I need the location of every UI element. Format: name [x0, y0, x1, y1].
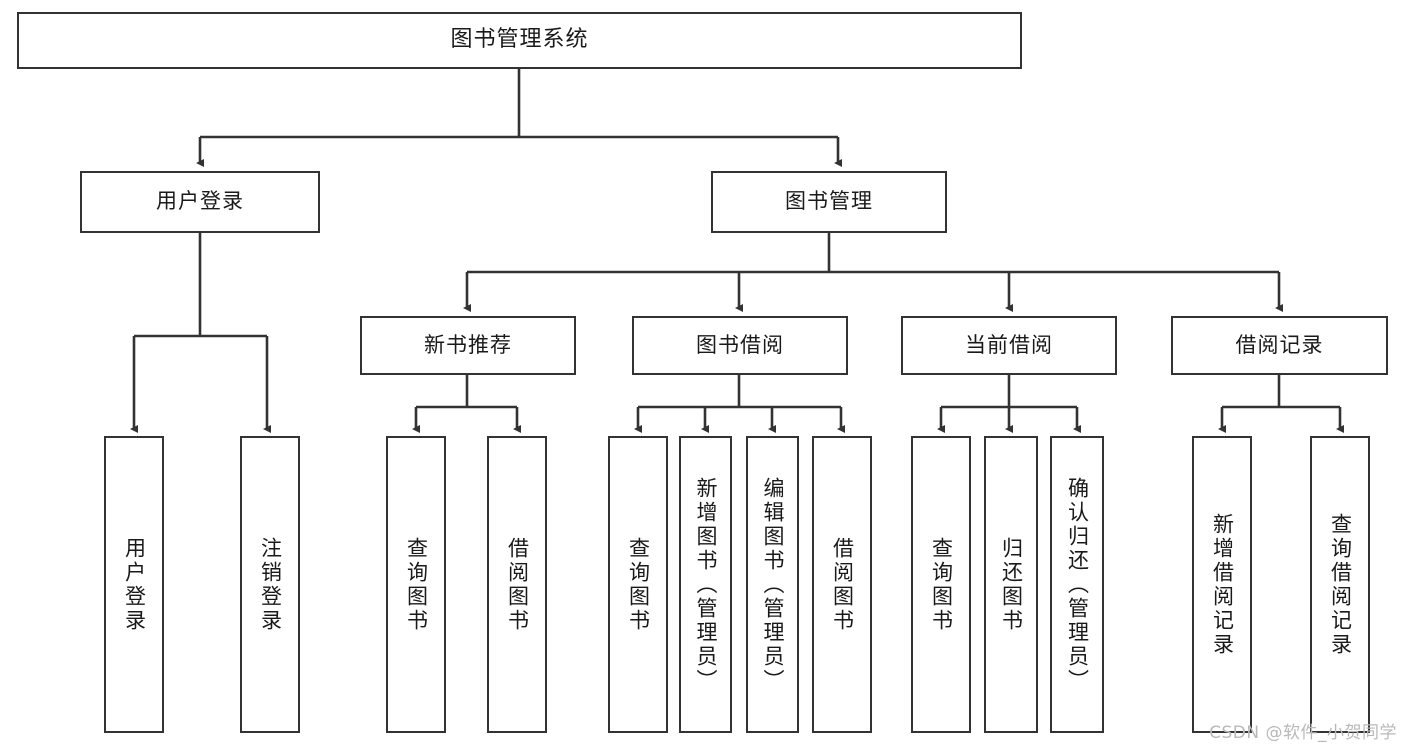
node-label: 借阅图书: [830, 536, 855, 633]
node-label: 图书管理: [785, 189, 873, 214]
leaf-current-query-book[interactable]: 查询图书: [911, 436, 971, 733]
leaf-user-login-login[interactable]: 用户登录: [104, 436, 164, 733]
node-label: 借阅记录: [1235, 332, 1324, 357]
leaf-current-confirm-return[interactable]: 确认归还（管理员）: [1050, 436, 1104, 733]
leaf-borrow-query-book[interactable]: 查询图书: [608, 436, 668, 733]
node-book-management[interactable]: 图书管理: [711, 171, 947, 233]
node-book-borrow[interactable]: 图书借阅: [632, 316, 848, 375]
node-user-login[interactable]: 用户登录: [80, 171, 320, 233]
node-label: 用户登录: [122, 536, 147, 633]
leaf-user-login-logout[interactable]: 注销登录: [240, 436, 300, 733]
leaf-record-query-record[interactable]: 查询借阅记录: [1310, 436, 1370, 733]
node-borrow-record[interactable]: 借阅记录: [1171, 316, 1388, 375]
node-root-system[interactable]: 图书管理系统: [17, 12, 1022, 69]
node-label: 图书管理系统: [450, 27, 589, 53]
node-label: 查询图书: [404, 536, 429, 633]
node-label: 归还图书: [999, 536, 1024, 633]
node-label: 查询借阅记录: [1328, 512, 1353, 657]
node-label: 用户登录: [156, 189, 244, 214]
leaf-borrow-borrow-book[interactable]: 借阅图书: [812, 436, 872, 733]
leaf-recommend-borrow-book[interactable]: 借阅图书: [487, 436, 547, 733]
node-label: 新增图书（管理员）: [694, 476, 719, 693]
leaf-recommend-query-book[interactable]: 查询图书: [386, 436, 446, 733]
node-label: 查询图书: [929, 536, 954, 633]
node-label: 确认归还（管理员）: [1065, 476, 1090, 693]
node-label: 编辑图书（管理员）: [761, 476, 786, 693]
leaf-record-add-record[interactable]: 新增借阅记录: [1192, 436, 1252, 733]
csdn-watermark: CSDN @软件_小贺同学: [1209, 723, 1397, 743]
leaf-current-return-book[interactable]: 归还图书: [984, 436, 1038, 733]
node-label: 新增借阅记录: [1210, 512, 1235, 657]
node-label: 查询图书: [626, 536, 651, 633]
leaf-borrow-add-book[interactable]: 新增图书（管理员）: [679, 436, 732, 733]
node-label: 借阅图书: [505, 536, 530, 633]
node-new-book-recommend[interactable]: 新书推荐: [360, 316, 576, 375]
node-label: 新书推荐: [424, 332, 512, 357]
node-label: 当前借阅: [965, 332, 1053, 357]
node-label: 注销登录: [258, 536, 283, 633]
node-current-borrow[interactable]: 当前借阅: [901, 316, 1117, 375]
leaf-borrow-edit-book[interactable]: 编辑图书（管理员）: [746, 436, 799, 733]
node-label: 图书借阅: [696, 332, 784, 357]
